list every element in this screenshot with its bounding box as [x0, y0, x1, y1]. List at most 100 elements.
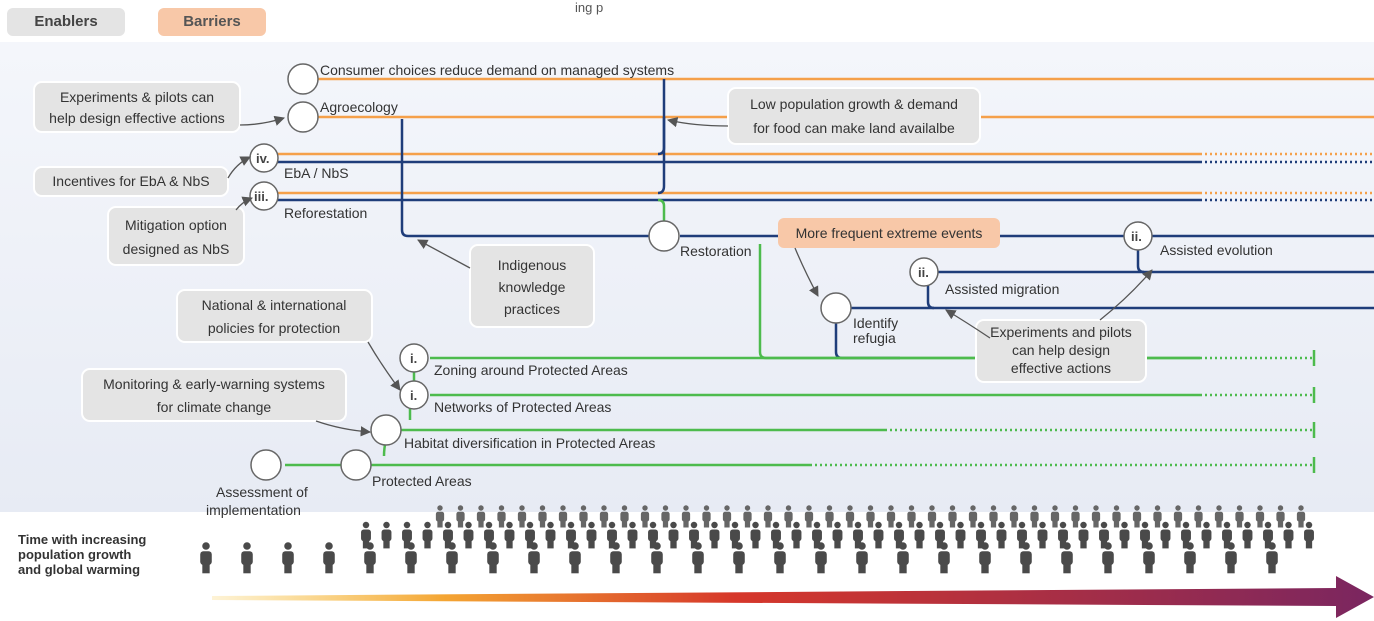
node-consumer	[287, 63, 319, 95]
person-icon	[948, 505, 957, 528]
person-icon	[927, 505, 937, 528]
person-icon	[1242, 521, 1253, 549]
enabler-experiments2-2: can help design	[1012, 342, 1110, 358]
person-icon	[456, 505, 465, 528]
arrow-exp2-migration	[945, 309, 991, 339]
person-icon	[668, 521, 679, 549]
person-icon	[361, 521, 371, 549]
enabler-mitigation-2: designed as NbS	[123, 241, 230, 257]
enabler-policies-1: National & international	[202, 297, 347, 313]
person-icon	[640, 505, 650, 528]
enabler-indigenous-3: practices	[504, 301, 560, 317]
person-icon	[1099, 521, 1109, 549]
person-icon	[1276, 505, 1285, 528]
person-icon	[463, 521, 474, 549]
person-icon	[607, 521, 617, 549]
barrier-box-extreme	[778, 218, 1000, 248]
enabler-box-experiments	[33, 81, 241, 133]
person-icon	[1194, 505, 1203, 528]
label-protected: Protected Areas	[372, 473, 472, 489]
green-pathways	[285, 198, 1316, 473]
person-icon	[200, 542, 212, 574]
enabler-monitoring-1: Monitoring & early-warning systems	[103, 376, 325, 392]
enabler-monitoring-2: for climate change	[157, 399, 272, 415]
person-icon	[1132, 505, 1142, 528]
person-icon	[1214, 505, 1224, 528]
enabler-mitigation-1: Mitigation option	[125, 217, 227, 233]
person-icon	[323, 542, 335, 574]
numeral-zoning: i.	[410, 351, 417, 366]
label-habitat: Habitat diversification in Protected Are…	[404, 435, 655, 451]
arrow-incentives	[227, 156, 251, 179]
node-networks	[399, 380, 429, 410]
person-icon	[1173, 505, 1183, 528]
person-icon	[784, 505, 793, 528]
person-icon	[845, 505, 855, 528]
person-icon	[743, 505, 752, 528]
person-icon	[935, 521, 945, 549]
person-icon	[528, 542, 540, 574]
label-refugia-1: Identify	[853, 315, 898, 331]
person-icon	[538, 505, 547, 528]
person-icon	[1119, 521, 1130, 549]
numeral-migration: ii.	[918, 265, 929, 280]
person-icon	[1140, 521, 1150, 549]
person-icon	[443, 521, 453, 549]
person-icon	[750, 521, 761, 549]
label-evolution: Assisted evolution	[1160, 242, 1273, 258]
enabler-indigenous-1: Indigenous	[498, 257, 567, 273]
arrow-experiments	[239, 115, 285, 126]
node-refugia	[820, 292, 852, 324]
enabler-lowpop-2: for food can make land availalbe	[753, 120, 955, 136]
node-zoning	[399, 343, 429, 373]
person-icon	[886, 505, 896, 528]
arrow-extreme	[794, 247, 819, 297]
person-icon	[976, 521, 986, 549]
person-icon	[832, 521, 843, 549]
person-icon	[681, 505, 691, 528]
legend-barriers: Barriers	[158, 8, 266, 36]
person-icon	[545, 521, 556, 549]
label-consumer: Consumer choices reduce demand on manage…	[320, 62, 674, 78]
person-icon	[648, 521, 658, 549]
person-icon	[1091, 505, 1101, 528]
numeral-reforestation: iii.	[254, 189, 268, 204]
time-axis-label: Time with increasing population growth a…	[18, 532, 188, 577]
arrow-policies	[367, 341, 401, 391]
population-icons	[200, 505, 1314, 574]
person-icon	[791, 521, 802, 549]
person-icon	[968, 505, 978, 528]
person-icon	[599, 505, 609, 528]
barrier-boxes: More frequent extreme events	[778, 218, 1000, 248]
person-icon	[689, 521, 699, 549]
time-axis-line-3: and global warming	[18, 562, 141, 577]
label-refugia-2: refugia	[853, 330, 896, 346]
time-arrow	[212, 576, 1374, 618]
person-icon	[763, 505, 773, 528]
node-restoration	[648, 220, 680, 252]
person-icon	[938, 542, 950, 574]
enabler-experiments2-1: Experiments and pilots	[990, 324, 1132, 340]
arrow-mitigation	[235, 196, 253, 211]
person-icon	[1050, 505, 1060, 528]
person-icon	[702, 505, 711, 528]
evolution-branch	[1136, 248, 1145, 274]
enabler-box-monitoring	[81, 368, 347, 422]
person-icon	[989, 505, 998, 528]
person-icon	[579, 505, 588, 528]
person-icon	[1153, 505, 1162, 528]
arrow-indigenous	[417, 239, 471, 269]
enabler-box-lowpop	[727, 87, 981, 145]
person-icon	[1235, 505, 1244, 528]
person-icon	[558, 505, 568, 528]
label-networks: Networks of Protected Areas	[434, 399, 611, 415]
person-icon	[709, 521, 720, 549]
person-icon	[1009, 505, 1019, 528]
numeral-eba: iv.	[256, 151, 270, 166]
node-migration	[909, 257, 939, 287]
enabler-lowpop-1: Low population growth & demand	[750, 96, 958, 112]
person-icon	[1017, 521, 1027, 549]
person-icon	[1078, 521, 1089, 549]
person-icon	[402, 521, 412, 549]
